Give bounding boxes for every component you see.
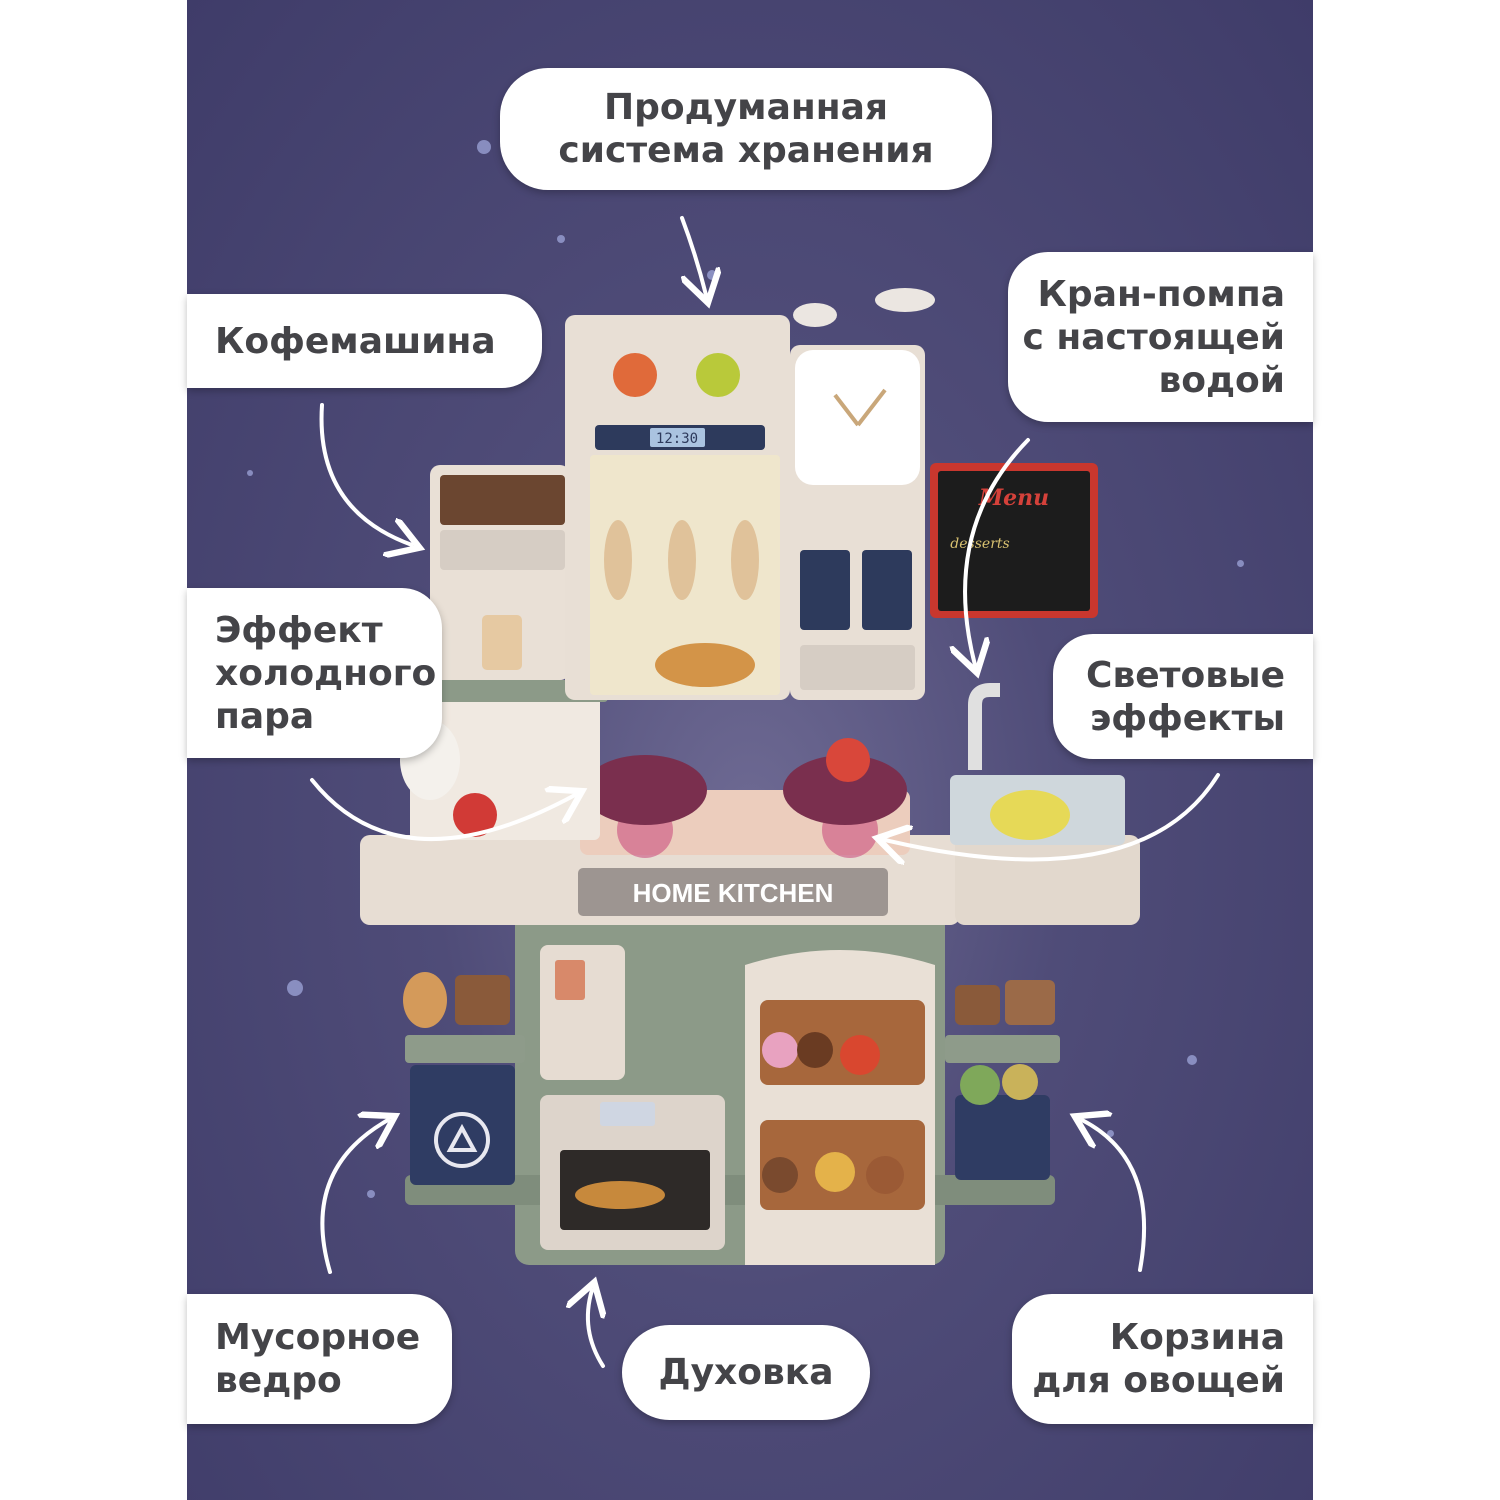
callout-text: пара — [215, 695, 315, 737]
callout-trash-bin: Мусорное ведро — [187, 1294, 452, 1424]
callout-text: эффекты — [1089, 697, 1285, 739]
callout-text: Мусорное — [215, 1317, 421, 1358]
callout-light-effects: Световые эффекты — [1053, 634, 1313, 759]
callout-text: Продуманная — [603, 87, 889, 128]
sparkle-icon — [247, 470, 253, 476]
clock-display: 12:30 — [656, 431, 698, 447]
dessert-rack — [745, 950, 935, 1265]
banner-text: HOME KITCHEN — [633, 878, 834, 908]
callout-text: с настоящей — [1022, 316, 1285, 358]
sparkle-icon — [477, 140, 491, 154]
sparkle-icon — [1187, 1055, 1197, 1065]
bunny-ear — [875, 288, 935, 312]
menu-title: Menu — [978, 485, 1049, 511]
callout-water-tap: Кран-помпа с настоящей водой — [1008, 252, 1313, 422]
recycle-icon — [434, 1112, 490, 1168]
callout-oven: Духовка — [622, 1325, 870, 1420]
callout-text: Кофемашина — [215, 320, 496, 362]
callout-text: ведро — [215, 1360, 342, 1401]
bunny-ear — [793, 303, 837, 327]
wall-clock — [795, 350, 920, 485]
callout-text: Корзина — [1109, 1317, 1285, 1358]
callout-text: Кран-помпа — [1037, 273, 1286, 315]
callout-text: Эффект — [215, 609, 383, 651]
menu-subtitle: desserts — [950, 536, 1009, 552]
callout-vegetable-basket: Корзина для овощей — [1012, 1294, 1313, 1424]
callout-storage-system: Продуманная система хранения — [500, 68, 992, 190]
callout-text: Световые — [1086, 654, 1285, 696]
left-shelf — [405, 1035, 525, 1063]
right-shelf — [945, 1035, 1060, 1063]
faucet — [968, 683, 1000, 770]
sparkle-icon — [287, 980, 303, 996]
sink-counter — [955, 835, 1140, 925]
sparkle-icon — [557, 235, 565, 243]
pan — [783, 755, 907, 825]
callout-text: система хранения — [558, 130, 934, 171]
callout-coffee-machine: Кофемашина — [187, 294, 542, 388]
banner-plate — [578, 868, 888, 916]
pot — [583, 755, 707, 825]
callout-text: Духовка — [658, 1352, 834, 1393]
callout-cold-steam: Эффект холодного пара — [187, 588, 442, 758]
callout-text: водой — [1158, 359, 1285, 401]
callout-text: холодного — [215, 652, 437, 694]
vegetable-basket — [955, 1095, 1050, 1180]
callout-text: для овощей — [1032, 1360, 1285, 1401]
sparkle-icon — [1237, 560, 1244, 567]
